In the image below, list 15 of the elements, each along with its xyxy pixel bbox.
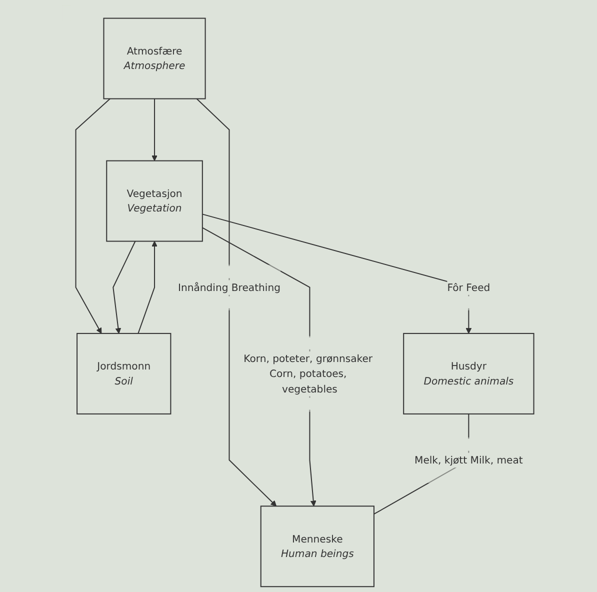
arrow (113, 241, 136, 334)
node-box: Atmosfære Atmosphere (104, 18, 206, 100)
node-box: Jordsmonn Soil (76, 332, 172, 414)
edge-label: Fôr Feed (448, 281, 491, 294)
node-box: Vegetasjon Vegetation (106, 160, 204, 242)
node-box: Menneske Human beings (260, 506, 375, 588)
edge-label: Melk, kjøtt Milk, meat (414, 454, 524, 466)
arrow (76, 98, 111, 334)
arrow (152, 98, 158, 162)
arrow (196, 98, 277, 506)
arrow (202, 214, 472, 334)
edge-label: Korn, poteter, grønnsaker Corn, potatoes, vegetables (244, 352, 374, 395)
edge-label: Innånding Breathing (178, 281, 281, 294)
node-box: Husdyr Domestic animals (404, 332, 535, 414)
arrow (138, 240, 158, 334)
